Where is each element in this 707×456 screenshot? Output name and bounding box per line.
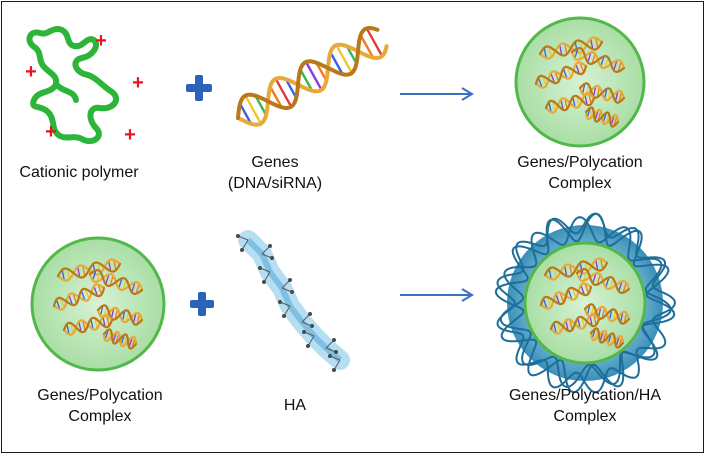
complex-label-top-line2: Complex [548, 175, 612, 192]
arrow-right-icon [400, 288, 474, 302]
ha-coated-complex-icon [494, 212, 677, 394]
ha-complex-label-line1: Genes/Polycation/HA [508, 387, 662, 404]
ha-label: HA [283, 397, 307, 414]
cationic-polymer-label: Cationic polymer [19, 164, 139, 181]
complex-label-bottom: Genes/Polycation Complex [25, 385, 175, 427]
arrow-right-icon [400, 87, 474, 101]
charge-plus-5: + [124, 124, 136, 146]
ha-complex-label-line2: Complex [553, 408, 617, 425]
genes-label-line2: (DNA/siRNA) [227, 175, 323, 192]
plus-icon [190, 292, 214, 316]
genes-label-line1: Genes [251, 154, 299, 171]
complex-label-bottom-line2: Complex [68, 408, 132, 425]
complex-label-top: Genes/Polycation Complex [505, 152, 655, 194]
dna-helix-icon [236, 26, 389, 127]
genes-label: Genes (DNA/siRNA) [220, 152, 330, 194]
plus-icon [186, 75, 212, 101]
charge-plus-2: + [95, 30, 107, 52]
complex-sphere-icon [514, 16, 646, 148]
ha-molecule-icon [236, 230, 350, 372]
charge-plus-4: + [45, 121, 57, 143]
ha-complex-label: Genes/Polycation/HA Complex [490, 385, 680, 427]
cationic-polymer-icon [26, 26, 120, 144]
charge-plus-1: + [25, 61, 37, 83]
complex-label-top-line1: Genes/Polycation [517, 154, 643, 171]
charge-plus-3: + [132, 72, 144, 94]
complex-sphere-icon [30, 236, 166, 372]
complex-label-bottom-line1: Genes/Polycation [37, 387, 163, 404]
